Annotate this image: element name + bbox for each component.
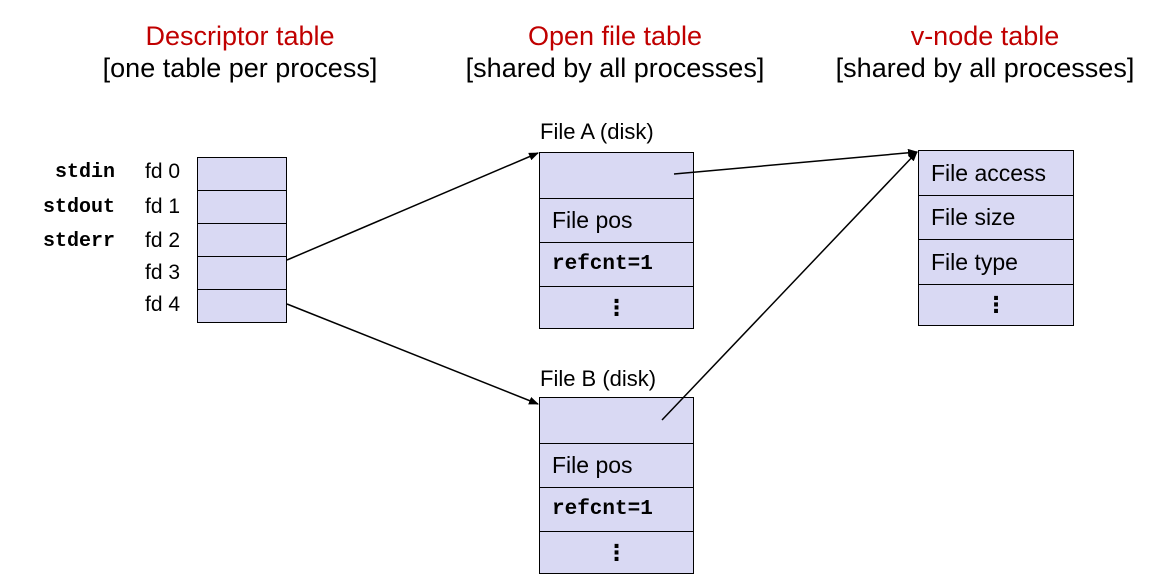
- vnode-file-size: File size: [918, 195, 1074, 240]
- fd-label: fd 1: [145, 195, 181, 218]
- file-b-pos: File pos: [539, 443, 694, 488]
- fd-label: fd 3: [145, 261, 181, 284]
- fd-label: fd 2: [145, 229, 181, 252]
- std-label-stdout: stdout: [42, 196, 115, 219]
- heading-title: v-node table: [910, 21, 1060, 51]
- fd-label: fd 4: [145, 293, 181, 316]
- fd-label: fd 0: [145, 160, 181, 183]
- heading-title: Descriptor table: [145, 21, 335, 51]
- file-a-more: ⋮: [539, 286, 694, 329]
- vnode-file-access: File access: [918, 150, 1074, 196]
- heading-open-file-table: Open file table [shared by all processes…: [430, 20, 800, 84]
- arrow-fd3-to-file-a: [286, 152, 539, 261]
- fd-slot-0: [197, 157, 287, 191]
- file-b-caption: File B (disk): [540, 366, 657, 391]
- heading-subtitle: [one table per process]: [102, 53, 378, 83]
- heading-descriptor-table: Descriptor table [one table per process]: [60, 20, 420, 84]
- heading-subtitle: [shared by all processes]: [465, 53, 765, 83]
- std-label-stdin: stdin: [54, 161, 115, 184]
- arrow-file-a-to-vnode: [673, 148, 918, 175]
- fd-slot-1: [197, 190, 287, 224]
- fd-slot-4: [197, 289, 287, 323]
- fd-slot-3: [197, 256, 287, 290]
- file-b-vnode-pointer: [539, 397, 694, 444]
- arrow-fd4-to-file-b: [286, 303, 539, 405]
- file-a-caption: File A (disk): [540, 119, 654, 144]
- file-a-vnode-pointer: [539, 152, 694, 199]
- file-a-refcnt: refcnt=1: [539, 242, 694, 287]
- file-b-refcnt: refcnt=1: [539, 487, 694, 532]
- vnode-file-type: File type: [918, 239, 1074, 285]
- heading-title: Open file table: [527, 21, 703, 51]
- file-b-more: ⋮: [539, 531, 694, 574]
- heading-subtitle: [shared by all processes]: [835, 53, 1135, 83]
- arrow-file-b-to-vnode: [661, 151, 918, 421]
- vnode-more: ⋮: [918, 284, 1074, 326]
- std-label-stderr: stderr: [42, 230, 115, 253]
- heading-vnode-table: v-node table [shared by all processes]: [810, 20, 1160, 84]
